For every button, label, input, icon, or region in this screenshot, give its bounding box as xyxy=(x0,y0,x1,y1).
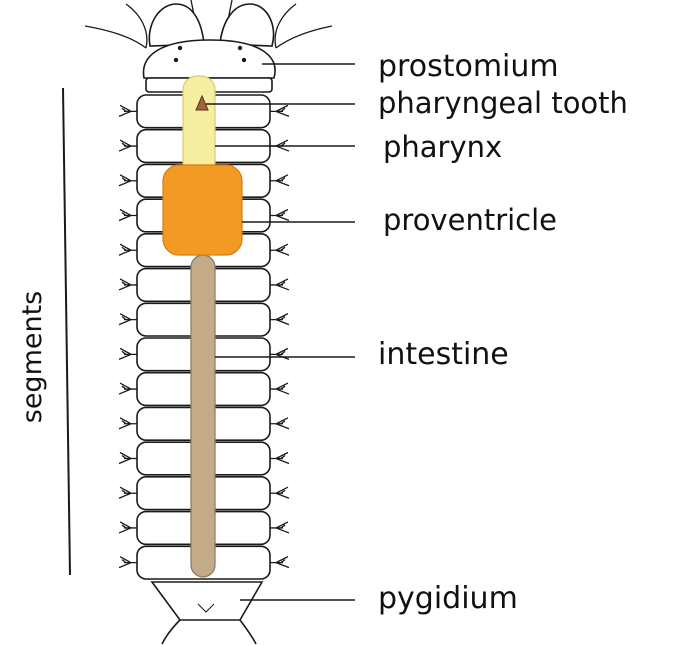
label-proventricle: proventricle xyxy=(383,203,557,237)
parapodium-right xyxy=(270,382,290,395)
parapodium-right xyxy=(270,347,290,360)
parapodium-right xyxy=(270,174,290,187)
pharynx xyxy=(182,75,216,177)
label-prostomium: prostomium xyxy=(378,49,559,84)
parapodium-right xyxy=(270,451,290,465)
parapodium-right xyxy=(270,486,290,499)
label-pharyngeal-tooth: pharyngeal tooth xyxy=(378,86,628,120)
parapodium-left xyxy=(118,174,137,187)
parapodium-right xyxy=(270,104,290,117)
parapodium-right xyxy=(270,278,290,291)
label-pharynx: pharynx xyxy=(383,130,502,164)
parapodium-right xyxy=(270,521,290,534)
parapodium-left xyxy=(118,313,137,326)
pygidium-shape xyxy=(150,581,264,645)
intestine xyxy=(190,254,216,578)
parapodium-right xyxy=(270,208,290,222)
parapodium-left xyxy=(118,486,137,499)
parapodium-right xyxy=(270,556,290,569)
left-lobe xyxy=(148,3,205,47)
parapodium-left xyxy=(118,278,137,291)
label-pygidium: pygidium xyxy=(378,581,518,616)
parapodium-left xyxy=(118,417,137,430)
parapodium-right xyxy=(270,243,290,256)
parapodium-left xyxy=(118,521,137,534)
parapodium-right xyxy=(270,417,290,430)
proventricle xyxy=(162,164,243,256)
pharyngeal-tooth-shape xyxy=(195,94,209,111)
parapodium-left xyxy=(118,243,137,256)
segments-bracket xyxy=(62,87,71,576)
leader-lines xyxy=(206,63,355,601)
label-intestine: intestine xyxy=(378,337,509,372)
parapodium-left xyxy=(118,139,137,152)
parapodium-left xyxy=(118,451,137,465)
parapodium-left xyxy=(118,104,137,117)
parapodium-left xyxy=(118,208,137,222)
parapodium-left xyxy=(118,556,137,569)
label-segments: segments xyxy=(17,291,48,424)
parapodium-right xyxy=(270,313,290,326)
right-lobe xyxy=(219,3,275,47)
parapodium-left xyxy=(118,382,137,395)
parapodium-left xyxy=(118,347,137,360)
eyes xyxy=(173,45,247,63)
